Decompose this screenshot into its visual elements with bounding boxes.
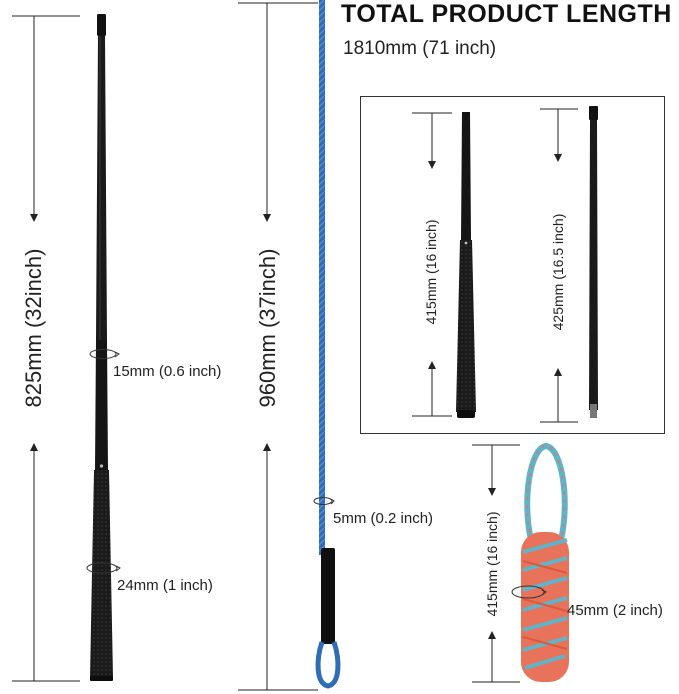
rope-toy-diameter-label: 45mm (2 inch) [567, 602, 663, 619]
stick-one-top-diameter-label: 15mm (0.6 inch) [113, 363, 222, 380]
inset-shaft-dimension-line [540, 108, 578, 423]
rope-toy-rotation-icon [511, 585, 547, 599]
total-length-subtitle: 1810mm (71 inch) [343, 38, 497, 59]
stick-one-dimension-line [12, 15, 80, 682]
stick-one-top-rotation-icon [89, 349, 120, 359]
inset-shaft-section-label: 425mm (16.5 inch) [550, 213, 566, 331]
inset-grip-dimension-line [412, 112, 452, 417]
stick-one-shaft [90, 14, 113, 681]
inset-grip-section-label: 415mm (16 inch) [423, 219, 439, 325]
stick-one-length-label: 825mm (32inch) [21, 248, 46, 408]
page-title: TOTAL PRODUCT LENGTH [341, 0, 672, 28]
stick-one-grip-diameter-label: 24mm (1 inch) [117, 577, 213, 594]
stick-one-grip-rotation-icon [86, 562, 121, 574]
rope-toy-length-label: 415mm (16 inch) [484, 511, 500, 617]
rope-diameter-label: 5mm (0.2 inch) [333, 510, 434, 527]
rope-stick-length-label: 960mm (37inch) [255, 248, 280, 408]
blue-rope [315, 0, 341, 689]
inset-box [360, 96, 665, 434]
rope-toy-dimension-line [472, 444, 520, 683]
rope-stick-dimension-line [238, 2, 318, 691]
rope-toy [521, 442, 569, 682]
rope-rotation-icon [313, 497, 335, 505]
inset-shaft-section [589, 106, 598, 418]
inset-grip-section [456, 112, 476, 418]
